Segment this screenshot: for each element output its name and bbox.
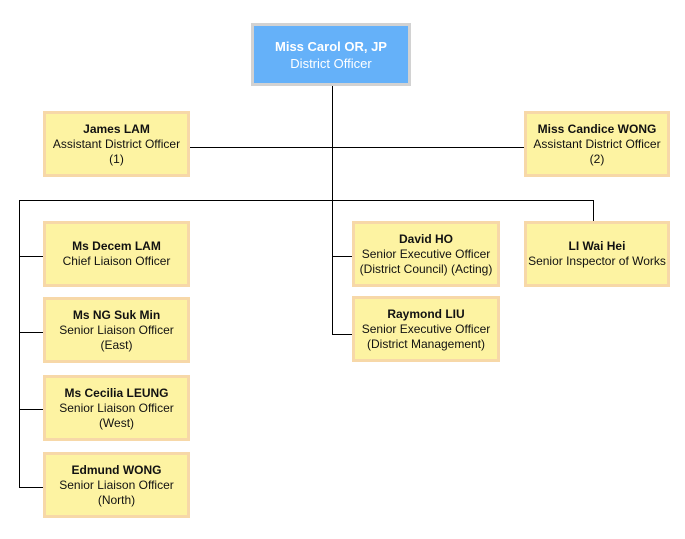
- connector-edmund: [19, 487, 44, 488]
- node-title: Senior Inspector of Works: [528, 254, 666, 268]
- node-note: (East): [100, 337, 133, 352]
- node-title: Senior Liaison Officer: [59, 477, 174, 492]
- connector-leung: [19, 409, 44, 410]
- node-note: (West): [98, 415, 135, 430]
- node-note: (District Management): [366, 336, 486, 351]
- node-senior-liaison-officer-east: Ms NG Suk Min Senior Liaison Officer (Ea…: [43, 297, 190, 363]
- node-note: (North): [97, 492, 136, 507]
- connector-ng: [19, 332, 44, 333]
- node-title: District Officer: [290, 55, 372, 71]
- node-title: Assistant District Officer: [52, 136, 181, 151]
- node-note: (District Council) (Acting): [359, 261, 493, 276]
- node-chief-liaison-officer: Ms Decem LAM Chief Liaison Officer: [43, 221, 190, 287]
- node-title: Senior Liaison Officer: [59, 322, 174, 337]
- node-title: Senior Executive Officer: [361, 246, 491, 261]
- node-district-officer: Miss Carol OR, JP District Officer: [251, 23, 411, 86]
- connector-decem: [19, 256, 44, 257]
- node-senior-liaison-officer-west: Ms Cecilia LEUNG Senior Liaison Officer …: [43, 375, 190, 441]
- connector-assistants: [189, 147, 525, 148]
- node-name: Edmund WONG: [71, 462, 162, 477]
- node-name: James LAM: [83, 121, 150, 136]
- node-title: Senior Executive Officer: [361, 321, 491, 336]
- node-name: Ms Cecilia LEUNG: [64, 385, 169, 400]
- node-senior-executive-officer-district-council: David HO Senior Executive Officer (Distr…: [352, 221, 500, 287]
- node-note: (1): [109, 151, 124, 166]
- node-name: LI Wai Hei: [568, 239, 626, 253]
- node-name: Ms NG Suk Min: [72, 307, 161, 322]
- node-title: Senior Liaison Officer: [59, 400, 174, 415]
- node-senior-inspector-of-works: LI Wai Hei Senior Inspector of Works: [524, 221, 670, 287]
- node-assistant-district-officer-2: Miss Candice WONG Assistant District Off…: [524, 111, 670, 177]
- node-name: Miss Candice WONG: [537, 121, 657, 136]
- node-senior-executive-officer-district-management: Raymond LIU Senior Executive Officer (Di…: [352, 296, 500, 362]
- connector-david: [332, 256, 353, 257]
- connector-works-drop: [593, 200, 594, 222]
- node-name: Ms Decem LAM: [72, 239, 161, 253]
- connector-branch-row: [19, 200, 593, 201]
- connector-raymond: [332, 334, 353, 335]
- node-title: Chief Liaison Officer: [62, 254, 171, 268]
- node-assistant-district-officer-1: James LAM Assistant District Officer (1): [43, 111, 190, 177]
- node-name: Raymond LIU: [387, 306, 465, 321]
- node-note: (2): [589, 151, 605, 166]
- node-senior-liaison-officer-north: Edmund WONG Senior Liaison Officer (Nort…: [43, 452, 190, 518]
- connector-trunk: [332, 86, 333, 335]
- node-name: Miss Carol OR, JP: [275, 38, 387, 54]
- node-name: David HO: [398, 231, 453, 246]
- connector-liaison-spine: [19, 200, 20, 488]
- node-title: Assistant District Officer: [533, 136, 661, 151]
